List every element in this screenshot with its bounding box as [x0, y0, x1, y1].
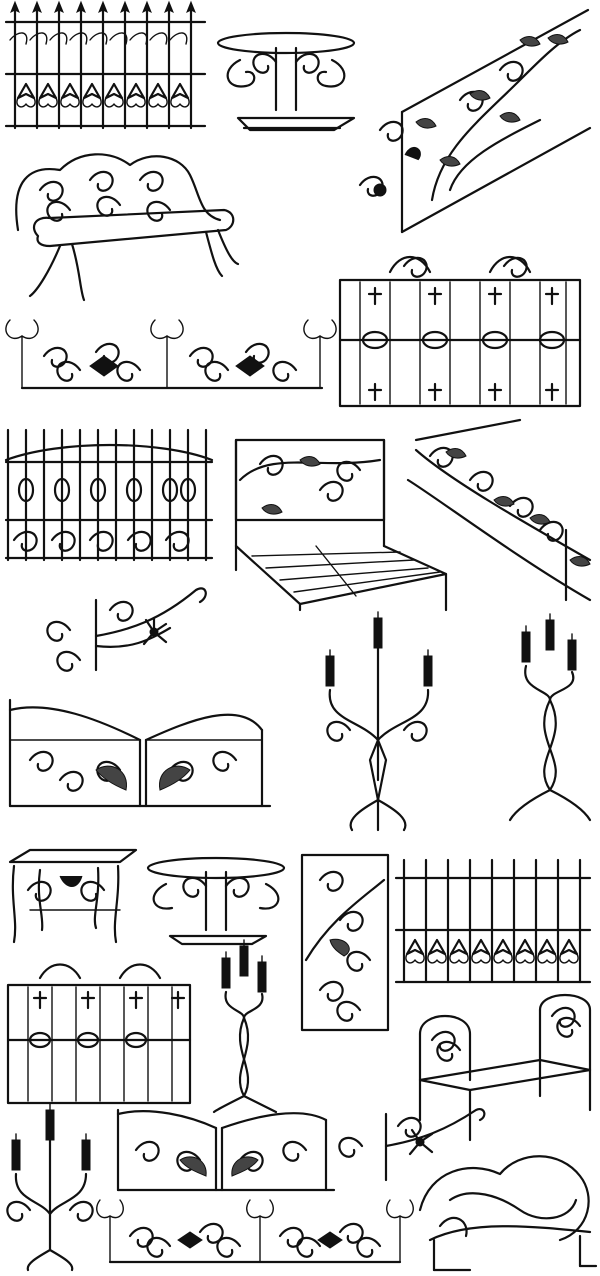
candelabra-three	[325, 611, 433, 832]
candelabra-small	[6, 1103, 94, 1272]
stair-railing-scroll	[406, 418, 592, 602]
square-table	[8, 848, 138, 944]
scroll-border-small	[96, 1199, 414, 1264]
gate-panel-arched	[4, 428, 214, 562]
round-table-small	[146, 856, 286, 946]
fence-panel-crosses	[338, 256, 582, 408]
bed-frame-plain	[418, 993, 592, 1142]
fence-panel-pickets-small	[394, 858, 592, 984]
fence-panel-pickets	[4, 0, 207, 130]
stair-railing-floral	[358, 8, 592, 234]
scroll-sofa	[15, 153, 240, 302]
wall-bracket-flower	[46, 587, 207, 672]
gate-double-swing	[8, 698, 272, 808]
scroll-panel-vertical	[300, 853, 390, 1032]
fence-panel-crosses-small	[6, 963, 192, 1105]
scroll-border	[5, 319, 337, 390]
bed-frame-swirl	[418, 1155, 598, 1272]
round-table	[216, 31, 356, 132]
gate-double-small	[116, 1108, 336, 1192]
bed-frame-vine	[234, 438, 448, 612]
wall-bracket-small	[338, 1108, 486, 1182]
candle-stand-tall	[508, 613, 592, 822]
candle-stand-small	[212, 939, 278, 1114]
